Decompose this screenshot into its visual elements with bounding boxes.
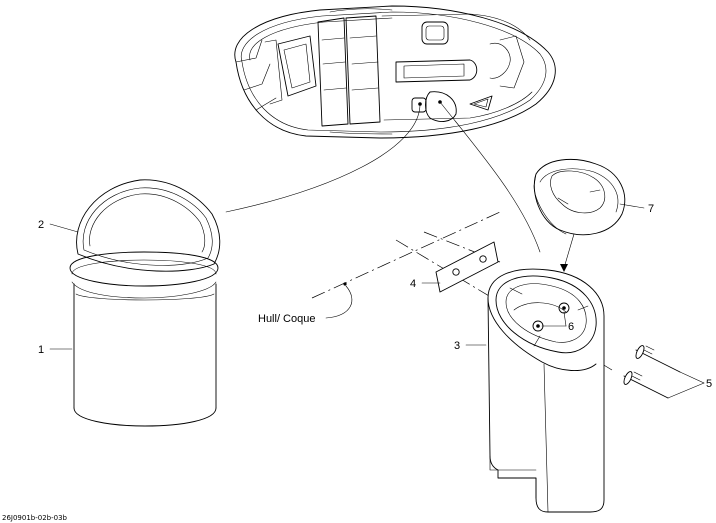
leader-7: [619, 203, 645, 209]
leader-5-b: [667, 382, 705, 399]
callout-7: 7: [648, 203, 654, 215]
reference-code: 26J0901b-02b-03b: [2, 514, 68, 522]
hull-label: Hull/ Coque: [258, 313, 315, 325]
centerline-back: [423, 231, 501, 263]
callout-3: 3: [454, 340, 460, 352]
watercraft-top-view: [234, 5, 556, 139]
hull-leader: [325, 285, 353, 319]
leader-line-to-bin: [439, 101, 541, 253]
callout-2: 2: [38, 219, 44, 231]
leader-5-a: [679, 371, 705, 384]
backing-plate: [435, 241, 499, 293]
callout-1: 1: [38, 344, 44, 356]
storage-bin: [487, 268, 605, 513]
bag-rim: [76, 179, 221, 272]
arrow-head: [560, 264, 568, 272]
leader-line-to-bag: [225, 103, 421, 213]
callout-6: 6: [568, 321, 574, 333]
callout-5: 5: [706, 378, 712, 390]
leader-2: [49, 223, 79, 233]
callout-4: 4: [410, 278, 416, 290]
bin-lid: [533, 159, 626, 236]
leader-lid-to-bin: [563, 233, 575, 269]
rivets: [623, 345, 681, 399]
leader-6b: [563, 311, 567, 327]
storage-bag: [69, 251, 219, 427]
centerline: [311, 211, 501, 299]
